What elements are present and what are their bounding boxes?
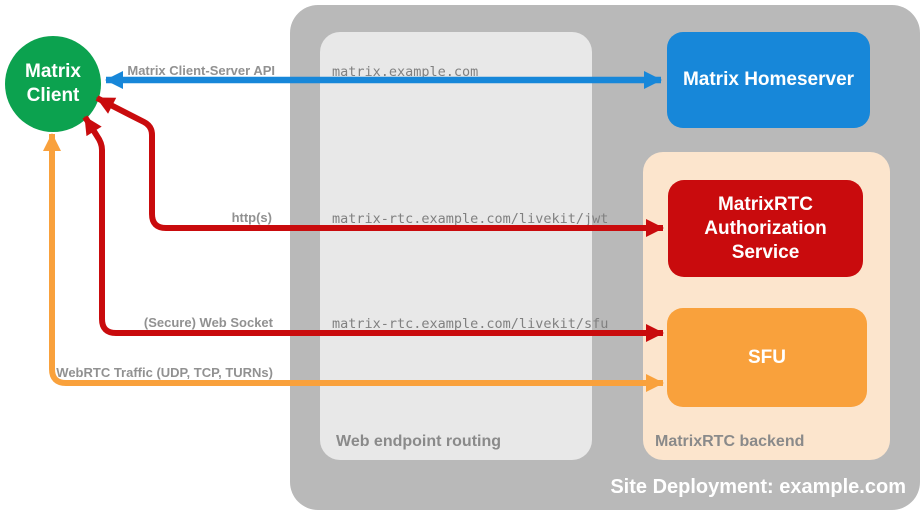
web-endpoint-routing-label: Web endpoint routing — [336, 433, 502, 450]
webrtc-traffic-label: WebRTC Traffic (UDP, TCP, TURNs) — [56, 365, 273, 380]
endpoint-matrix-example-com: matrix.example.com — [332, 64, 479, 80]
node-matrixrtc-authorization-service: MatrixRTC Authorization Service — [668, 180, 863, 277]
node-matrix-client: Matrix Client — [5, 36, 101, 132]
endpoint-livekit-jwt: matrix-rtc.example.com/livekit/jwt — [332, 211, 609, 227]
site-deployment-label: Site Deployment: example.com — [610, 476, 906, 498]
https-label: http(s) — [231, 210, 272, 225]
secure-web-socket-label: (Secure) Web Socket — [143, 315, 273, 330]
matrix-client-label: Matrix Client — [25, 61, 81, 106]
endpoint-livekit-sfu: matrix-rtc.example.com/livekit/sfu — [332, 316, 609, 332]
node-matrix-homeserver: Matrix Homeserver — [667, 32, 870, 128]
matrixrtc-backend-zone: MatrixRTC Authorization Service SFU Matr… — [643, 152, 890, 460]
matrix-homeserver-label: Matrix Homeserver — [682, 69, 855, 90]
authorization-service-label: MatrixRTC Authorization Service — [704, 193, 827, 263]
site-deployment-container: matrix.example.com matrix-rtc.example.co… — [290, 5, 920, 510]
node-sfu: SFU — [667, 308, 867, 407]
web-endpoint-routing-zone: matrix.example.com matrix-rtc.example.co… — [320, 32, 608, 460]
client-server-api-label: Matrix Client-Server API — [127, 63, 275, 78]
matrixrtc-backend-label: MatrixRTC backend — [655, 433, 805, 450]
sfu-label: SFU — [748, 346, 786, 368]
